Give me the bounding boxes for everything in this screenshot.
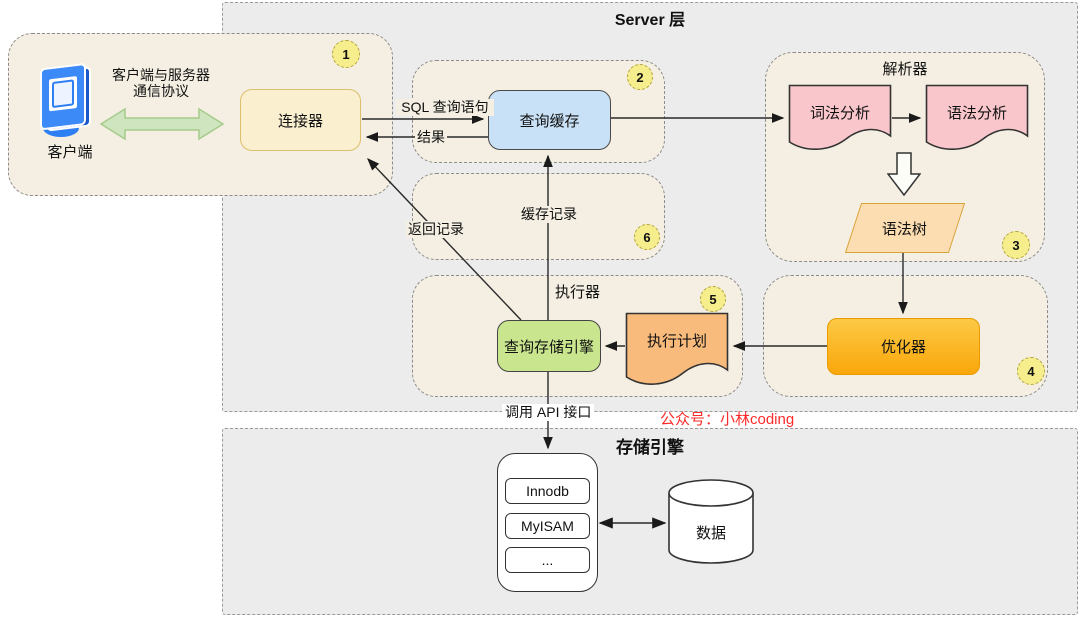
protocol-line1: 客户端与服务器 xyxy=(112,67,210,83)
client-label: 客户端 xyxy=(47,144,93,161)
query-storage-engine-node: 查询存储引擎 xyxy=(497,320,601,372)
badge-3-number: 3 xyxy=(1012,237,1020,253)
lexical-analysis-label: 词法分析 xyxy=(809,105,870,122)
more-engines-label: ... xyxy=(541,552,554,568)
badge-5: 5 xyxy=(700,286,726,312)
result-label: 结果 xyxy=(415,129,447,147)
protocol-line2: 通信协议 xyxy=(133,83,189,99)
syntax-analysis-label: 语法分析 xyxy=(946,105,1007,122)
server-layer-title: Server 层 xyxy=(614,12,686,29)
connector-label: 连接器 xyxy=(277,112,323,130)
optimizer-label: 优化器 xyxy=(880,339,926,356)
engine-item-innodb: Innodb xyxy=(505,478,590,504)
protocol-double-arrow-icon xyxy=(100,107,224,141)
storage-engine-title: 存储引擎 xyxy=(616,438,684,457)
badge-6-number: 6 xyxy=(643,229,651,245)
badge-4: 4 xyxy=(1017,357,1045,385)
badge-5-number: 5 xyxy=(709,291,717,307)
query-cache-label: 查询缓存 xyxy=(519,112,580,130)
query-storage-engine-label: 查询存储引擎 xyxy=(503,338,594,356)
sql-query-label: SQL 查询语句 xyxy=(396,99,494,117)
badge-3: 3 xyxy=(1002,231,1030,259)
call-api-label: 调用 API 接口 xyxy=(502,404,595,422)
data-cylinder-icon xyxy=(668,479,754,564)
syntax-tree-label: 语法树 xyxy=(882,220,928,238)
badge-1: 1 xyxy=(332,40,360,68)
watermark-text: 公众号：小林coding xyxy=(660,411,795,428)
badge-1-number: 1 xyxy=(342,46,350,62)
badge-2-number: 2 xyxy=(636,69,644,85)
execution-plan-label: 执行计划 xyxy=(646,333,707,350)
parser-title: 解析器 xyxy=(882,61,928,78)
badge-2: 2 xyxy=(627,64,653,90)
data-label: 数据 xyxy=(695,525,726,542)
execution-plan-doc xyxy=(625,312,729,385)
parser-down-arrow-icon xyxy=(887,152,921,196)
badge-6: 6 xyxy=(634,224,660,250)
client-computer-icon xyxy=(40,63,91,137)
engine-item-myisam: MyISAM xyxy=(505,513,590,539)
cache-records-label: 缓存记录 xyxy=(519,206,579,224)
query-cache-node: 查询缓存 xyxy=(488,90,611,150)
lexical-analysis-doc xyxy=(788,84,892,150)
badge-4-number: 4 xyxy=(1027,363,1035,379)
optimizer-node: 优化器 xyxy=(827,318,980,375)
syntax-tree-node: 语法树 xyxy=(844,203,966,253)
myisam-label: MyISAM xyxy=(521,518,574,534)
connector-node: 连接器 xyxy=(240,89,361,151)
return-records-label: 返回记录 xyxy=(406,221,466,239)
innodb-label: Innodb xyxy=(526,483,569,499)
engine-item-more: ... xyxy=(505,547,590,573)
executor-title: 执行器 xyxy=(554,284,600,301)
protocol-label: 客户端与服务器 通信协议 xyxy=(102,67,220,99)
syntax-analysis-doc xyxy=(925,84,1029,150)
